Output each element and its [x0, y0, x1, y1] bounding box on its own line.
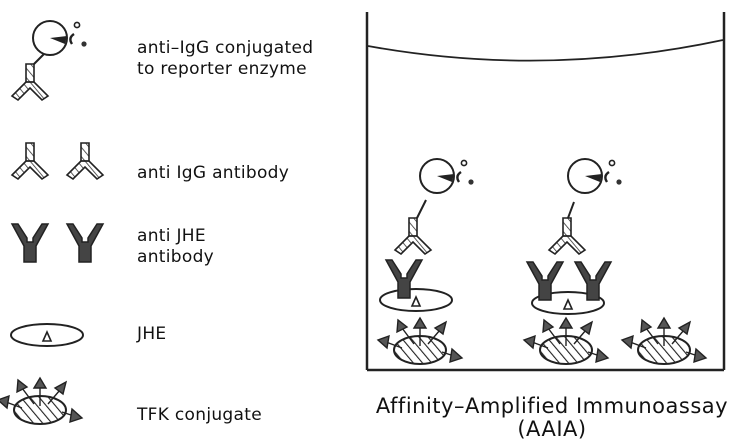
- legend-label-anti-igg-enzyme: anti–IgG conjugated to reporter enzyme: [137, 38, 313, 80]
- legend-label-line: antibody: [137, 247, 214, 268]
- complex-left: [378, 159, 474, 364]
- legend-label-jhe: JHE: [137, 324, 166, 345]
- legend-label-line: to reporter enzyme: [137, 59, 313, 80]
- legend-label-anti-igg-antibody: anti IgG antibody: [137, 163, 289, 184]
- caption-abbreviation: (AAIA): [355, 417, 749, 442]
- legend-anti-igg-antibody-icon: [12, 143, 103, 179]
- legend-tfk-conjugate-icon: [0, 378, 82, 424]
- legend-label-tfk-conjugate: TFK conjugate: [137, 405, 262, 426]
- legend-label-line: anti–IgG conjugated: [137, 38, 313, 59]
- legend-label-line: TFK conjugate: [137, 405, 262, 426]
- legend-label-line: anti IgG antibody: [137, 163, 289, 184]
- legend-anti-jhe-antibody-icon: [12, 224, 103, 262]
- legend-jhe-icon: [11, 324, 83, 346]
- caption-title: Affinity–Amplified Immunoassay: [355, 394, 749, 419]
- assay-well: [367, 12, 724, 370]
- legend-label-line: anti JHE: [137, 226, 214, 247]
- legend-label-anti-jhe-antibody: anti JHE antibody: [137, 226, 214, 268]
- free-tfk-conjugate: [622, 318, 706, 364]
- legend-label-line: JHE: [137, 324, 166, 345]
- legend-anti-igg-enzyme-icon: [12, 21, 87, 100]
- complex-right: [524, 159, 622, 364]
